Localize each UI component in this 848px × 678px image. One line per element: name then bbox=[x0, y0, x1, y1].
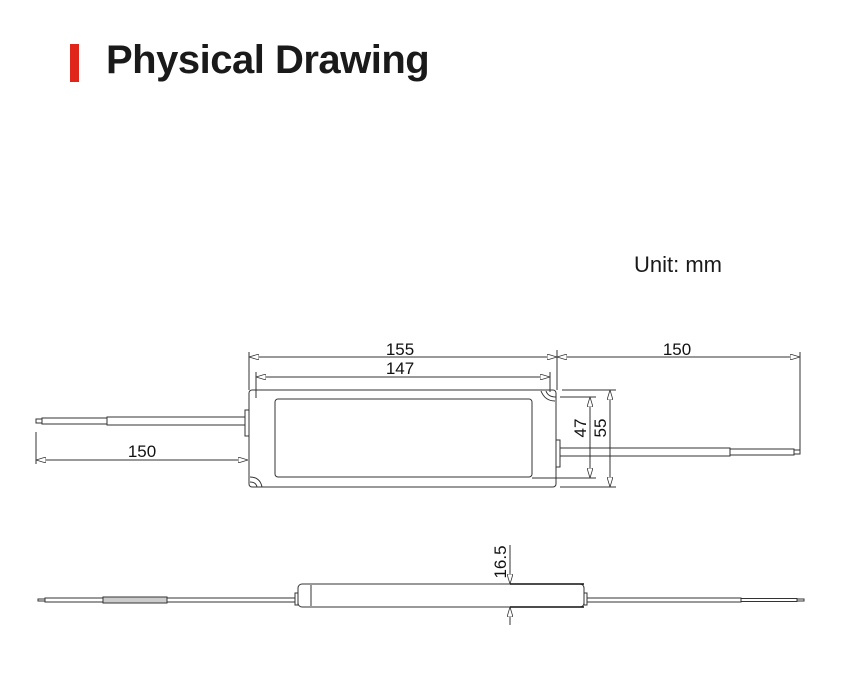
left-wire bbox=[106, 416, 246, 426]
dim-155-label: 155 bbox=[386, 340, 414, 359]
unit-label: Unit: mm bbox=[634, 252, 722, 277]
left-strain-relief bbox=[244, 409, 250, 437]
left-wire-leads bbox=[41, 417, 108, 425]
right-wire-tips bbox=[793, 449, 801, 455]
right-strain-relief bbox=[555, 439, 561, 468]
left-wire-side bbox=[44, 597, 296, 603]
page-title: Physical Drawing bbox=[106, 38, 430, 82]
right-wire-side bbox=[586, 597, 742, 603]
dim-47-label: 47 bbox=[571, 419, 590, 438]
dim-16-5-label: 16.5 bbox=[491, 545, 510, 578]
left-wire-tips bbox=[35, 418, 43, 424]
dim-55-label: 55 bbox=[591, 419, 610, 438]
left-wire-tip-side bbox=[37, 598, 46, 602]
driver-body-side bbox=[297, 583, 585, 608]
dim-150-left-label: 150 bbox=[128, 442, 156, 461]
right-wire-tip-side bbox=[796, 598, 805, 602]
right-wire bbox=[559, 447, 731, 457]
title-accent-bar bbox=[70, 44, 79, 82]
mounting-hole-bottom-left bbox=[249, 476, 263, 488]
left-wire-sleeve bbox=[102, 596, 168, 604]
dim-150-right-label: 150 bbox=[663, 340, 691, 359]
driver-body-outline bbox=[248, 389, 557, 488]
right-wire-leads bbox=[729, 448, 795, 456]
dim-147-label: 147 bbox=[386, 359, 414, 378]
label-area bbox=[274, 398, 533, 478]
right-wire-leads-side bbox=[740, 598, 798, 602]
mounting-hole-top-right bbox=[540, 390, 557, 402]
side-view: 16.5 bbox=[37, 545, 805, 625]
top-view: 155 147 150 150 47 55 bbox=[35, 340, 801, 488]
